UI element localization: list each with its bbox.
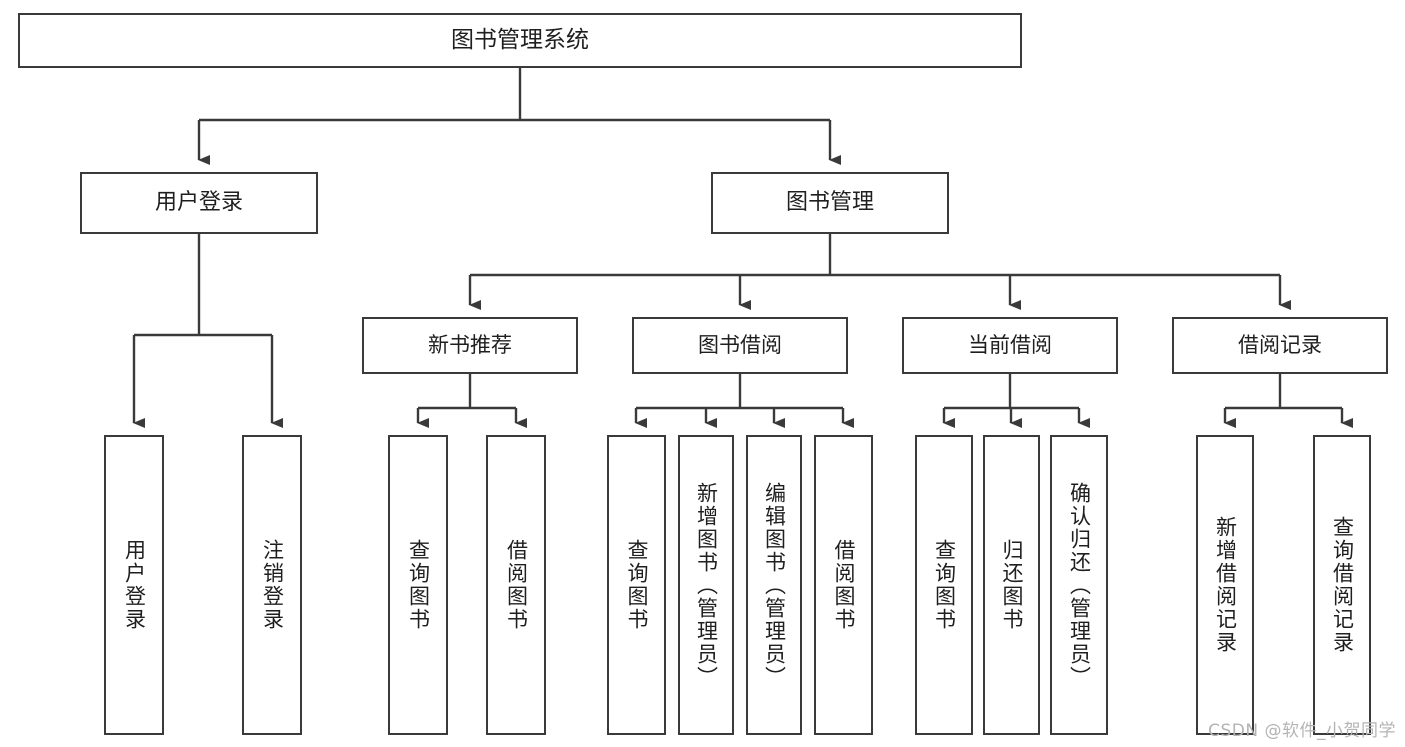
node-book-borrow[interactable]: 图书借阅 [632, 317, 848, 374]
leaf-node-label: 查询图书 [625, 539, 649, 631]
leaf-node[interactable]: 查询图书 [915, 435, 973, 735]
node-book-management-label: 图书管理 [785, 190, 874, 216]
leaf-node-label: 确认归还（管理员） [1067, 481, 1092, 689]
node-borrow-record[interactable]: 借阅记录 [1172, 317, 1388, 374]
leaf-node[interactable]: 借阅图书 [486, 435, 546, 735]
leaf-node[interactable]: 查询图书 [388, 435, 448, 735]
node-user-login-label: 用户登录 [154, 190, 243, 216]
node-current-borrow[interactable]: 当前借阅 [902, 317, 1118, 374]
leaf-node-label: 借阅图书 [504, 539, 529, 631]
node-new-book-recommend[interactable]: 新书推荐 [362, 317, 578, 374]
leaf-node[interactable]: 注销登录 [242, 435, 302, 735]
node-user-login[interactable]: 用户登录 [80, 172, 318, 234]
leaf-node-label: 查询图书 [932, 539, 957, 631]
leaf-node[interactable]: 编辑图书（管理员） [746, 435, 802, 735]
node-current-borrow-label: 当前借阅 [968, 333, 1052, 358]
leaf-node-label: 归还图书 [1000, 539, 1024, 631]
leaf-node[interactable]: 查询图书 [607, 435, 666, 735]
node-new-book-recommend-label: 新书推荐 [428, 333, 512, 358]
leaf-node[interactable]: 用户登录 [104, 435, 164, 735]
node-borrow-record-label: 借阅记录 [1238, 333, 1322, 358]
leaf-node[interactable]: 借阅图书 [814, 435, 873, 735]
leaf-node-label: 查询借阅记录 [1330, 516, 1355, 654]
leaf-node-label: 查询图书 [406, 539, 431, 631]
node-book-management[interactable]: 图书管理 [711, 172, 949, 234]
leaf-node[interactable]: 新增图书（管理员） [678, 435, 734, 735]
node-book-borrow-label: 图书借阅 [698, 333, 782, 358]
leaf-node-label: 借阅图书 [832, 539, 856, 631]
leaf-node-label: 用户登录 [122, 539, 147, 631]
leaf-node[interactable]: 归还图书 [983, 435, 1040, 735]
leaf-node[interactable]: 查询借阅记录 [1313, 435, 1371, 735]
leaf-node-label: 注销登录 [260, 539, 285, 631]
leaf-node-label: 编辑图书（管理员） [762, 481, 787, 689]
node-root[interactable]: 图书管理系统 [18, 13, 1022, 68]
node-root-label: 图书管理系统 [451, 26, 589, 53]
leaf-node-label: 新增借阅记录 [1213, 516, 1238, 654]
leaf-node[interactable]: 新增借阅记录 [1196, 435, 1254, 735]
leaf-node[interactable]: 确认归还（管理员） [1050, 435, 1108, 735]
leaf-node-label: 新增图书（管理员） [694, 481, 719, 689]
watermark: CSDN @软件_小贺同学 [1208, 721, 1396, 741]
